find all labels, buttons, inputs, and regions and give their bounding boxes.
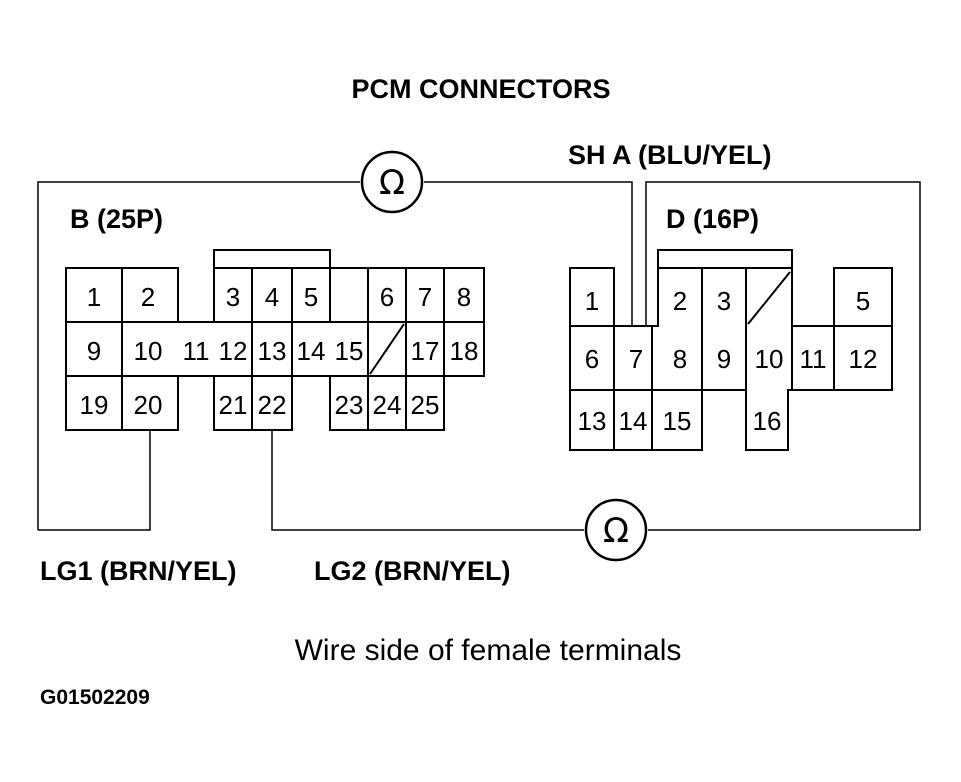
d-pin-12: 12: [849, 344, 878, 374]
b-pin-8: 8: [457, 282, 471, 312]
b-pin-24: 24: [373, 390, 402, 420]
d-pin-2: 2: [673, 286, 687, 316]
ohm-icon: Ω: [379, 163, 405, 203]
d-pin-7: 7: [629, 344, 643, 374]
b-pin-10: 10: [134, 336, 163, 366]
ohmmeter-bottom: Ω: [584, 498, 648, 562]
b-pin-11: 11: [183, 336, 210, 366]
sh-a-label: SH A (BLU/YEL): [568, 140, 772, 170]
wire-lg2: [271, 430, 584, 531]
b-pin-18: 18: [450, 336, 479, 366]
b-pin-20: 20: [134, 390, 163, 420]
d-pin-14: 14: [619, 406, 648, 436]
caption: Wire side of female terminals: [295, 634, 682, 667]
d-pin-11: 11: [800, 344, 827, 374]
b-pin-4: 4: [265, 282, 279, 312]
d-pin-10: 10: [755, 344, 784, 374]
d-pin-16: 16: [753, 406, 782, 436]
connector-b-label: B (25P): [70, 204, 163, 234]
wire-right: [645, 181, 921, 531]
d-pin-15: 15: [663, 406, 692, 436]
b-pin-2: 2: [141, 282, 155, 312]
b-pin-1: 1: [87, 282, 101, 312]
d-pin-8: 8: [673, 344, 687, 374]
b-pin-23: 23: [335, 390, 364, 420]
b-pin-17: 17: [411, 336, 440, 366]
b-pin-19: 19: [80, 390, 109, 420]
d-pin-5: 5: [856, 286, 870, 316]
b-pin-25: 25: [411, 390, 440, 420]
b-pin-21: 21: [219, 390, 248, 420]
b-pin-7: 7: [418, 282, 432, 312]
wires: [37, 181, 921, 531]
b-pin-9: 9: [87, 336, 101, 366]
b-pin-14: 14: [297, 336, 326, 366]
connector-d: 1 2 3 5 6 7 8 9 10 11 12 13 14 15 16: [569, 249, 893, 451]
wire-lg1: [38, 430, 151, 531]
d-pin-9: 9: [717, 344, 731, 374]
d-pin-1: 1: [585, 286, 599, 316]
b-pin-22: 22: [258, 390, 287, 420]
connector-b: 1 2 3 4 5 6 7 8 9 10 11 12 13 14 15 17 1…: [65, 249, 485, 431]
lg2-label: LG2 (BRN/YEL): [314, 556, 511, 586]
diagram-title: PCM CONNECTORS: [351, 74, 610, 104]
d-pin-3: 3: [717, 286, 731, 316]
d-pin-6: 6: [585, 344, 599, 374]
ohm-icon: Ω: [603, 511, 629, 551]
connector-d-label: D (16P): [666, 204, 759, 234]
b-pin-12: 12: [219, 336, 248, 366]
ohmmeter-top: Ω: [360, 150, 424, 214]
wire-top-right: [424, 181, 633, 325]
b-pin-15: 15: [335, 336, 364, 366]
wire-top-left: [37, 181, 360, 530]
b-pin-6: 6: [380, 282, 394, 312]
figure-code: G01502209: [40, 686, 150, 709]
b-pin-13: 13: [258, 336, 287, 366]
lg1-label: LG1 (BRN/YEL): [40, 556, 237, 586]
d-pin-13: 13: [578, 406, 607, 436]
b-pin-3: 3: [226, 282, 240, 312]
b-pin-5: 5: [304, 282, 318, 312]
